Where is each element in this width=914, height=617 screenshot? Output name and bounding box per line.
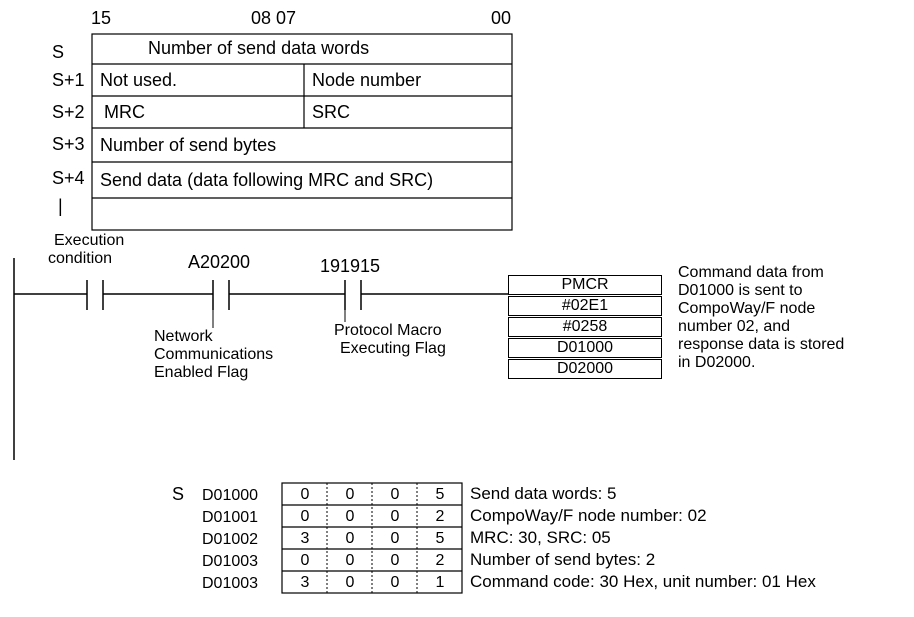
memory-digit: 0 xyxy=(390,508,400,525)
memory-digit: 0 xyxy=(345,552,355,569)
memory-desc-4: Command code: 30 Hex, unit number: 01 He… xyxy=(470,572,816,591)
memory-digit: 0 xyxy=(300,486,310,503)
row-label-s1: S+1 xyxy=(52,70,85,90)
memory-desc-3: Number of send bytes: 2 xyxy=(470,550,656,569)
memory-digit: 5 xyxy=(435,486,445,503)
memory-digit: 1 xyxy=(435,574,445,591)
instruction-note-1: Command data from xyxy=(678,264,824,281)
memory-digit: 3 xyxy=(300,530,310,547)
contact-191915-label-2: Executing Flag xyxy=(340,340,446,357)
row-label-s3: S+3 xyxy=(52,134,85,154)
memory-addr-1: D01001 xyxy=(202,509,259,526)
memory-digit: 3 xyxy=(300,574,310,591)
memory-desc-0: Send data words: 5 xyxy=(470,484,617,503)
memory-digit: 0 xyxy=(300,552,310,569)
cell-number-of-send-data-words: Number of send data words xyxy=(148,38,370,58)
row-label-s2: S+2 xyxy=(52,102,85,122)
instruction-operand-control-word: #02E1 xyxy=(508,296,662,316)
row-label-s: S xyxy=(52,42,65,62)
cell-send-data: Send data (data following MRC and SRC) xyxy=(100,170,434,190)
memory-digit: 0 xyxy=(345,486,355,503)
memory-addr-2: D01002 xyxy=(202,531,259,548)
memory-digit: 2 xyxy=(435,508,445,525)
instruction-operand-source: D01000 xyxy=(508,338,662,358)
memory-addr-4: D01003 xyxy=(202,575,259,592)
instruction-note-4: number 02, and xyxy=(678,318,791,335)
memory-desc-1: CompoWay/F node number: 02 xyxy=(470,506,707,525)
memory-digit: 0 xyxy=(345,508,355,525)
contact-191915-address: 191915 xyxy=(320,256,381,276)
contact-191915-label-1: Protocol Macro xyxy=(334,322,442,339)
memory-s-label: S xyxy=(172,484,185,504)
contact-a20200-label-2: Communications xyxy=(154,346,274,363)
cell-number-of-send-bytes: Number of send bytes xyxy=(100,135,277,155)
cell-not-used: Not used. xyxy=(100,70,178,90)
contact-a20200-label-1: Network xyxy=(154,328,213,345)
contact-a20200-address: A20200 xyxy=(188,252,251,272)
row-label-s4: S+4 xyxy=(52,168,85,188)
bit-00-label: 00 xyxy=(491,8,512,28)
contact-a20200-label-3: Enabled Flag xyxy=(154,364,249,381)
memory-digit: 0 xyxy=(390,574,400,591)
memory-digit: 2 xyxy=(435,552,445,569)
execution-condition-label-1: Execution xyxy=(54,232,125,249)
memory-desc-2: MRC: 30, SRC: 05 xyxy=(470,528,611,547)
bit-08-07-label: 08 07 xyxy=(251,8,297,28)
instruction-note-5: response data is stored xyxy=(678,336,845,353)
memory-addr-0: D01000 xyxy=(202,487,259,504)
execution-condition-label-2: condition xyxy=(48,250,113,267)
memory-digit: 0 xyxy=(345,574,355,591)
memory-addr-3: D01003 xyxy=(202,553,259,570)
memory-digit: 0 xyxy=(345,530,355,547)
cell-node-number: Node number xyxy=(312,70,422,90)
memory-digit: 0 xyxy=(390,530,400,547)
instruction-note-6: in D02000. xyxy=(678,354,756,371)
instruction-note-3: CompoWay/F node xyxy=(678,300,816,317)
bit-15-label: 15 xyxy=(91,8,112,28)
instruction-operand-destination: D02000 xyxy=(508,359,662,379)
instruction-pmcr: PMCR xyxy=(508,275,662,295)
instruction-note-2: D01000 is sent to xyxy=(678,282,803,299)
cell-src: SRC xyxy=(312,102,351,122)
row-label-continuation: | xyxy=(58,196,63,216)
memory-digit: 0 xyxy=(300,508,310,525)
memory-digit: 0 xyxy=(390,552,400,569)
memory-digit: 5 xyxy=(435,530,445,547)
cell-mrc: MRC xyxy=(104,102,145,122)
instruction-operand-sequence: #0258 xyxy=(508,317,662,337)
memory-digit: 0 xyxy=(390,486,400,503)
